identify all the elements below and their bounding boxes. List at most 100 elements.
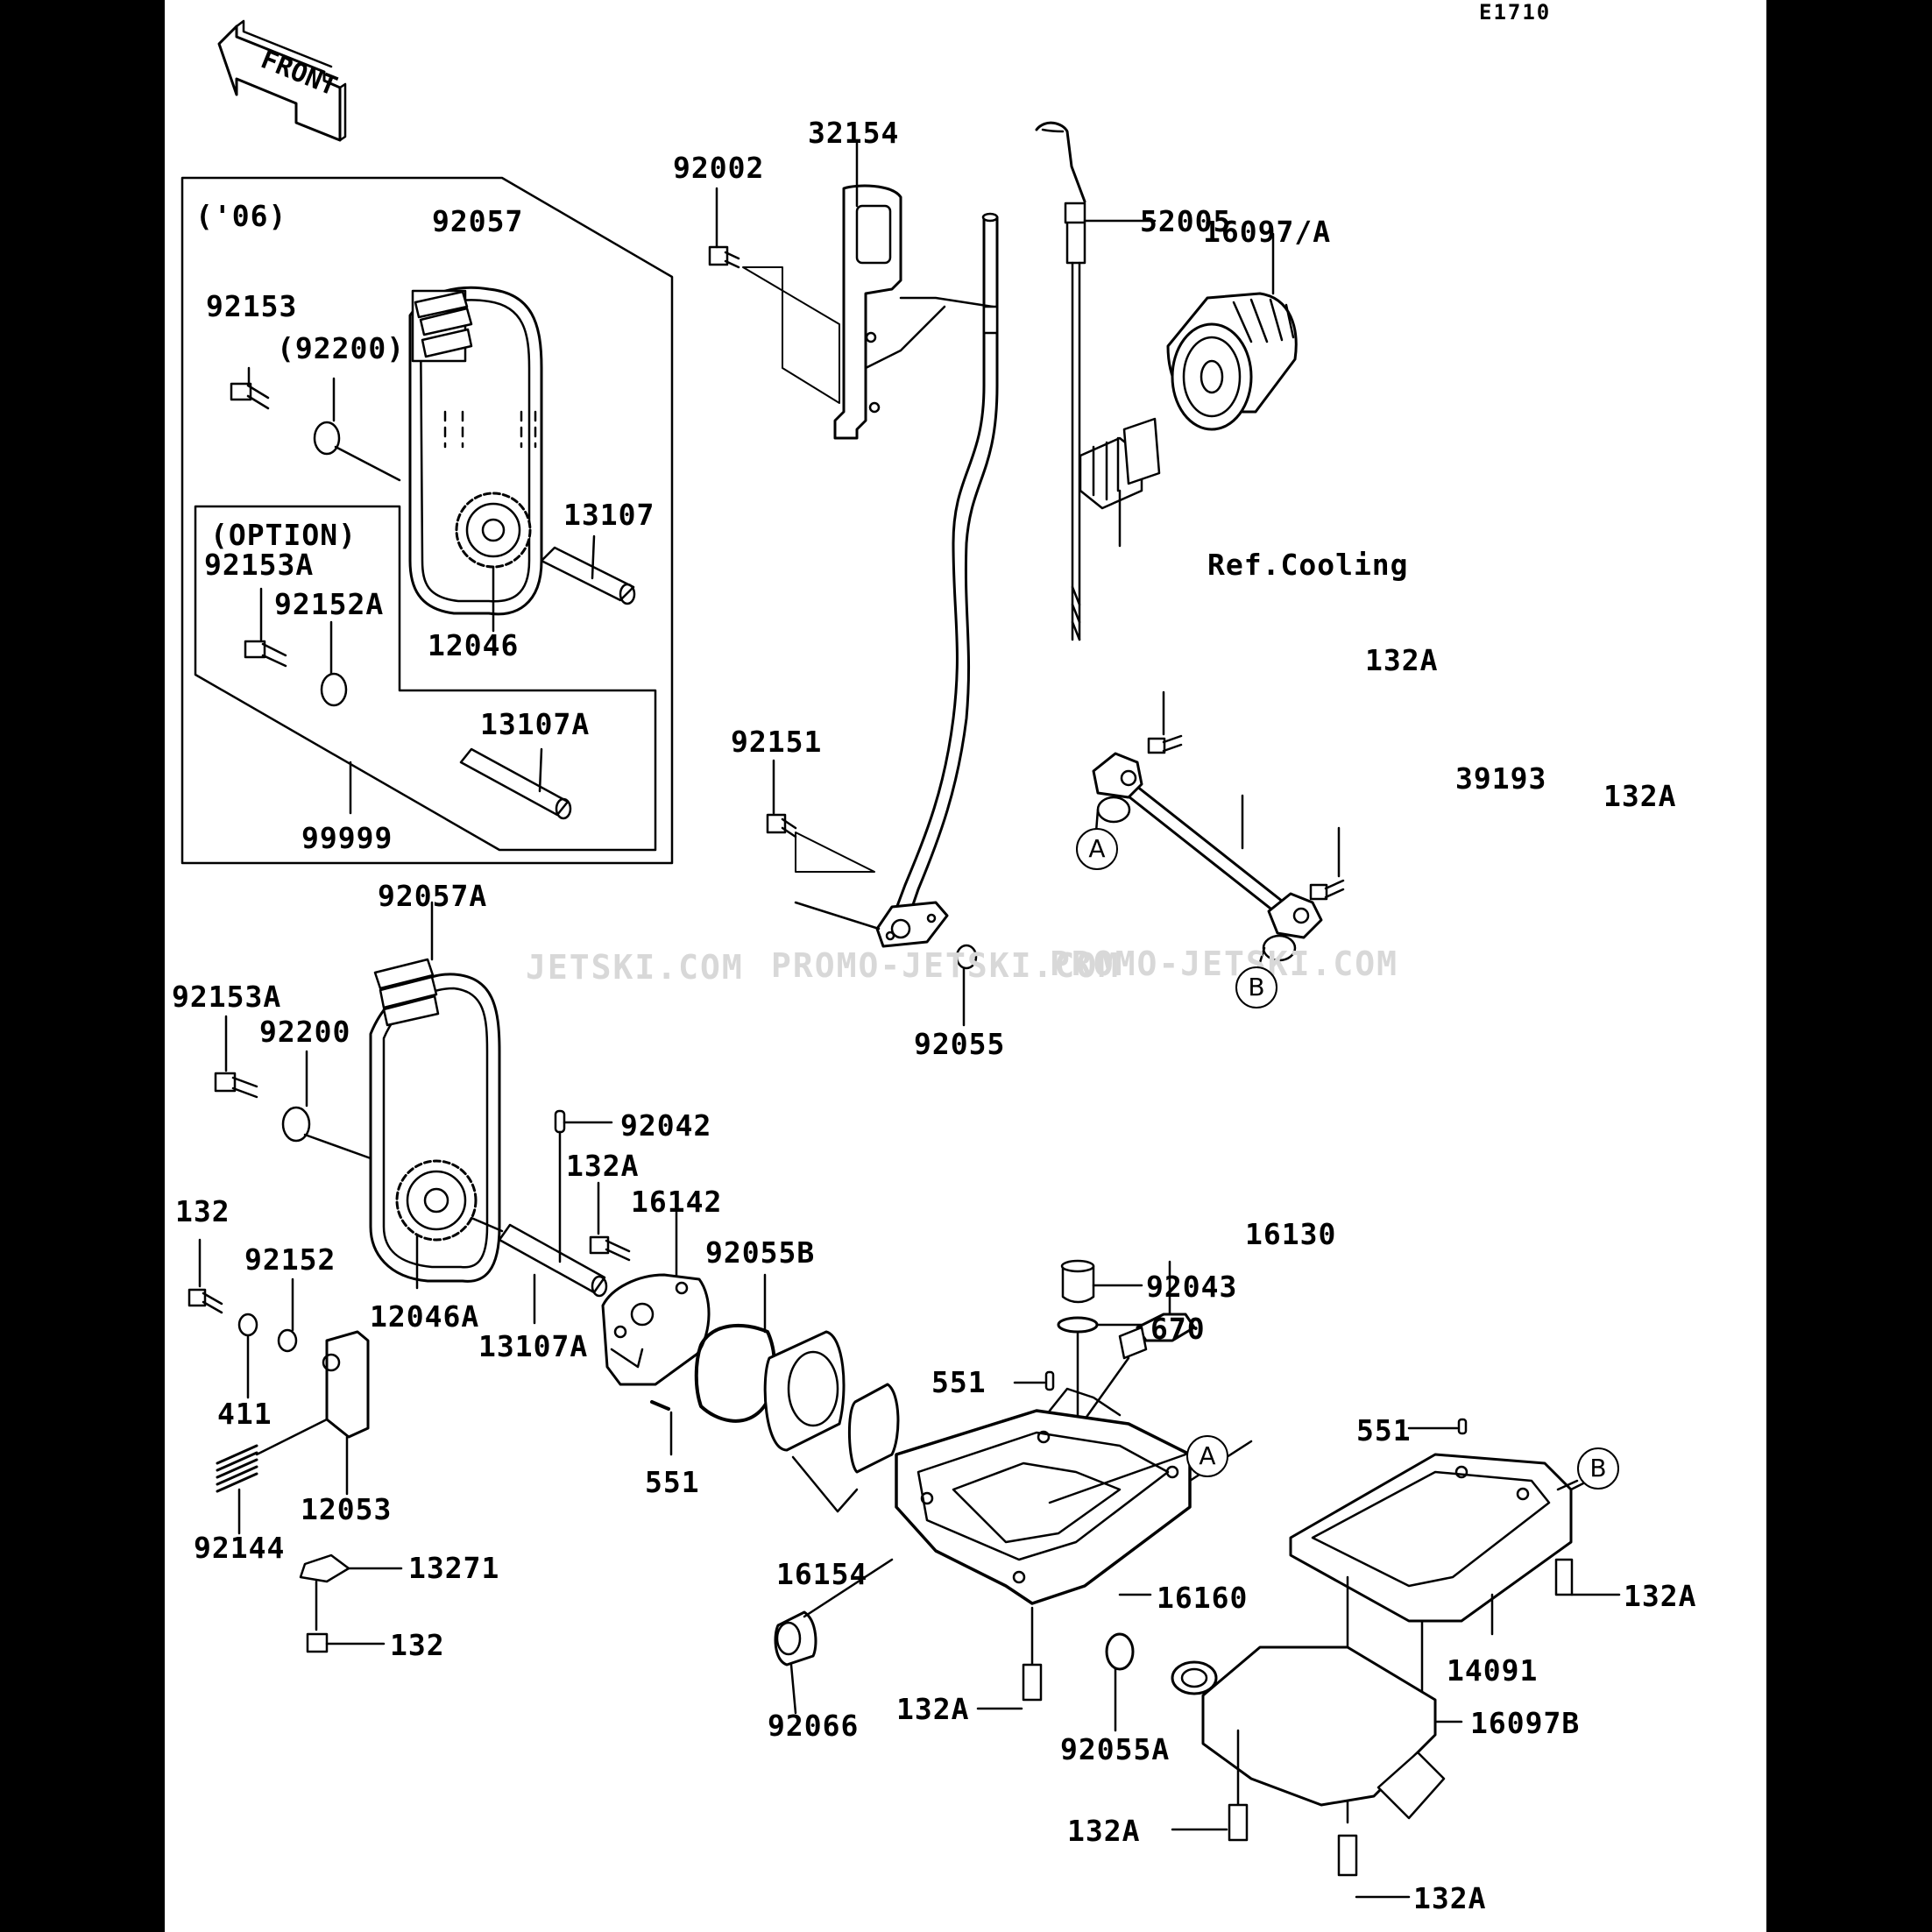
part-label-92057A: 92057A	[378, 879, 488, 913]
part-label-16154: 16154	[776, 1557, 868, 1591]
washer-92200	[313, 377, 401, 482]
part-label-92200-paren: (92200)	[277, 331, 406, 365]
leader-b-plate	[1556, 1479, 1579, 1491]
bolt-132A-bottom	[1337, 1834, 1411, 1899]
part-label-99999: 99999	[301, 821, 393, 855]
relief-valve-16130	[1083, 1260, 1196, 1421]
part-label-551-right: 551	[1356, 1413, 1412, 1447]
bolt-132A-low	[1171, 1803, 1249, 1842]
front-arrow-icon	[217, 19, 347, 142]
bolt-92153	[230, 366, 270, 410]
shaft-13107A	[470, 1216, 608, 1325]
part-label-12053: 12053	[301, 1492, 393, 1526]
watermark-2: PROMO-JETSKI.COM	[771, 946, 1121, 985]
strainer-16097B	[1171, 1645, 1463, 1820]
part-label-132A-bottom: 132A	[1413, 1881, 1487, 1915]
collar-92043	[1060, 1259, 1143, 1304]
cam-chain-92057A	[369, 901, 501, 1283]
oil-filter-16097A	[1166, 232, 1298, 431]
part-label-32154: 32154	[808, 116, 900, 150]
sprocket-12046	[455, 492, 532, 633]
part-label-670: 670	[1150, 1312, 1206, 1346]
part-label-551-pump: 551	[645, 1465, 700, 1499]
part-label-132A-right: 132A	[1603, 779, 1677, 813]
bolt-132A-mid	[976, 1606, 1043, 1710]
watermark-1: JETSKI.COM	[526, 948, 744, 987]
diagram-code: E1710	[1479, 0, 1552, 25]
gasket-92055B	[694, 1273, 777, 1423]
part-label-92152: 92152	[244, 1242, 336, 1277]
part-label-92200: 92200	[259, 1015, 351, 1049]
connector-b-plate: B	[1577, 1447, 1619, 1490]
ref-cooling-label: Ref.Cooling	[1207, 548, 1409, 582]
pin-551-pump	[650, 1400, 673, 1456]
spring-92144	[216, 1418, 329, 1535]
part-label-92057: 92057	[432, 204, 524, 238]
connector-a-pipe: A	[1076, 828, 1118, 870]
bolt-92002	[708, 187, 840, 404]
part-label-92002: 92002	[673, 151, 765, 185]
part-label-52005: 52005	[1140, 204, 1232, 238]
part-label-92055A: 92055A	[1060, 1732, 1171, 1766]
part-label-16160: 16160	[1157, 1581, 1249, 1615]
washer-411	[237, 1313, 258, 1399]
bolt-92151	[766, 759, 881, 931]
part-label-92055B: 92055B	[705, 1235, 816, 1270]
part-label-92043: 92043	[1146, 1270, 1238, 1304]
plug-92066	[774, 1558, 894, 1715]
part-label-132A-top: 132A	[1365, 643, 1439, 677]
watermark-3: PROMO-JETSKI.COM	[1050, 945, 1399, 983]
part-label-132-top: 132	[175, 1194, 230, 1228]
pin-551-left	[1013, 1370, 1055, 1391]
part-label-16097B: 16097B	[1470, 1706, 1581, 1740]
o-ring-92055A	[1105, 1632, 1135, 1732]
diagram-linework	[180, 19, 1621, 1899]
parts-diagram-sheet: E1710 FRONT JETSKI.COM PROMO-JETSKI.COM …	[165, 0, 1766, 1932]
part-label-16097A: 16097/A	[1203, 215, 1332, 249]
part-label-13107A: 13107A	[478, 1329, 589, 1363]
oil-pump-16142	[589, 1181, 711, 1386]
part-label-92066: 92066	[768, 1709, 860, 1743]
oil-pan-16160	[895, 1387, 1253, 1605]
part-label-411: 411	[217, 1397, 272, 1431]
bolt-92153A-option	[244, 587, 287, 668]
part-label-16142: 16142	[631, 1185, 723, 1219]
part-label-13107: 13107	[563, 498, 655, 532]
part-label-92151: 92151	[731, 725, 823, 759]
year-kit-label: ('06)	[195, 199, 287, 233]
bolt-132A-pan	[1554, 1558, 1621, 1596]
collar-92152A	[320, 620, 348, 707]
sprocket-12046A	[395, 1159, 478, 1290]
part-label-16130: 16130	[1245, 1217, 1337, 1251]
oil-tube	[890, 212, 999, 922]
tensioner-12053	[322, 1330, 370, 1496]
bolt-92153A	[214, 1015, 258, 1099]
cam-chain-92057	[408, 286, 543, 616]
part-label-132A-low: 132A	[1067, 1814, 1141, 1848]
part-label-13271: 13271	[408, 1551, 500, 1585]
bolt-132-bottom	[306, 1580, 386, 1653]
option-kit-frame	[194, 505, 657, 852]
connector-a-pan: A	[1186, 1435, 1228, 1477]
dipstick-52005	[1035, 121, 1157, 641]
part-label-92144: 92144	[194, 1531, 286, 1565]
part-label-92153A-option: 92153A	[204, 548, 315, 582]
connector-b-pipe: B	[1235, 966, 1277, 1008]
plate-13271	[299, 1553, 403, 1583]
part-label-12046A: 12046A	[370, 1299, 480, 1334]
part-label-92152A: 92152A	[274, 587, 385, 621]
option-kit-label: (OPTION)	[210, 518, 357, 552]
part-label-551-left: 551	[931, 1365, 987, 1399]
part-label-39193: 39193	[1455, 761, 1547, 796]
part-label-12046: 12046	[428, 628, 520, 662]
part-label-92153A: 92153A	[172, 980, 282, 1014]
part-label-13107A-box: 13107A	[480, 707, 591, 741]
part-label-132A-mid: 132A	[896, 1692, 970, 1726]
part-label-14091: 14091	[1447, 1653, 1539, 1688]
rotor-16154	[763, 1330, 900, 1513]
part-label-92153: 92153	[206, 289, 298, 323]
part-label-132A-pan: 132A	[1624, 1579, 1697, 1613]
oil-dipstick-bracket-32154	[833, 138, 994, 440]
bolt-132-top	[188, 1238, 223, 1314]
o-ring-92055	[955, 944, 978, 1027]
